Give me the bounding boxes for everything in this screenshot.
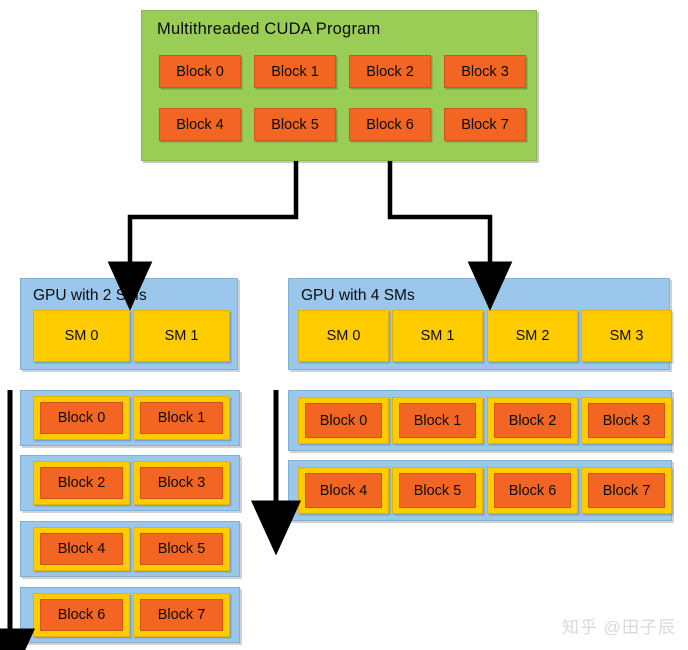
program-block-label: Block 7 (461, 116, 509, 133)
scheduled-block-label: Block 1 (157, 410, 206, 426)
program-block: Block 2 (349, 55, 431, 88)
scheduled-block-label: Block 5 (157, 541, 206, 557)
scheduled-block: Block 6 (494, 473, 571, 508)
program-title: Multithreaded CUDA Program (157, 20, 381, 38)
scheduled-block: Block 4 (305, 473, 382, 508)
scheduled-block-label: Block 2 (57, 475, 106, 491)
program-block-label: Block 5 (271, 116, 319, 133)
sm-label: SM 0 (326, 328, 361, 344)
sm-label: SM 3 (609, 328, 644, 344)
scheduled-block-label: Block 0 (319, 412, 368, 429)
program-block: Block 0 (159, 55, 241, 88)
sm-box: SM 0 (298, 310, 389, 362)
scheduled-block-label: Block 0 (57, 410, 106, 426)
program-block-label: Block 4 (176, 116, 224, 133)
program-block-label: Block 3 (461, 63, 509, 80)
scheduled-block: Block 7 (588, 473, 665, 508)
program-block: Block 1 (254, 55, 336, 88)
scheduled-block-label: Block 4 (57, 541, 106, 557)
scheduled-block-label: Block 4 (319, 482, 368, 499)
gpu-title: GPU with 4 SMs (301, 287, 415, 304)
scheduled-block-label: Block 2 (508, 412, 557, 429)
scheduled-block-label: Block 3 (157, 475, 206, 491)
scheduled-block-label: Block 6 (57, 607, 106, 623)
scheduled-block: Block 6 (40, 599, 123, 631)
scheduled-block-label: Block 7 (157, 607, 206, 623)
scheduled-block: Block 0 (40, 402, 123, 434)
program-block-label: Block 1 (271, 63, 319, 80)
sm-box: SM 2 (487, 310, 578, 362)
program-block: Block 4 (159, 108, 241, 141)
program-block-label: Block 6 (366, 116, 414, 133)
scheduled-block: Block 3 (588, 403, 665, 438)
sm-box: SM 0 (33, 310, 130, 362)
sm-box: SM 3 (581, 310, 672, 362)
scheduled-block-label: Block 5 (413, 482, 462, 499)
scheduled-block: Block 3 (140, 467, 223, 499)
gpu-title: GPU with 2 SMs (33, 287, 147, 304)
connector-to-gpu-4sm (387, 161, 513, 311)
program-block-label: Block 0 (176, 63, 224, 80)
program-block: Block 3 (444, 55, 526, 88)
sm-label: SM 1 (420, 328, 455, 344)
sm-box: SM 1 (392, 310, 483, 362)
scheduled-block-label: Block 3 (602, 412, 651, 429)
scheduled-block: Block 5 (399, 473, 476, 508)
scheduled-block: Block 5 (140, 533, 223, 565)
program-block-label: Block 2 (366, 63, 414, 80)
program-block: Block 7 (444, 108, 526, 141)
scheduled-block: Block 1 (399, 403, 476, 438)
scheduled-block: Block 4 (40, 533, 123, 565)
connector-to-gpu-2sm (107, 161, 299, 311)
program-block: Block 6 (349, 108, 431, 141)
scheduled-block: Block 1 (140, 402, 223, 434)
scheduled-block: Block 0 (305, 403, 382, 438)
scheduled-block-label: Block 1 (413, 412, 462, 429)
scheduled-block: Block 2 (40, 467, 123, 499)
scheduled-block: Block 2 (494, 403, 571, 438)
watermark: 知乎 @田子辰 (562, 618, 676, 637)
program-block: Block 5 (254, 108, 336, 141)
sm-label: SM 0 (64, 328, 99, 344)
sm-label: SM 1 (164, 328, 199, 344)
sm-box: SM 1 (133, 310, 230, 362)
scheduled-block-label: Block 6 (508, 482, 557, 499)
scheduled-block: Block 7 (140, 599, 223, 631)
scheduled-block-label: Block 7 (602, 482, 651, 499)
sm-label: SM 2 (515, 328, 550, 344)
